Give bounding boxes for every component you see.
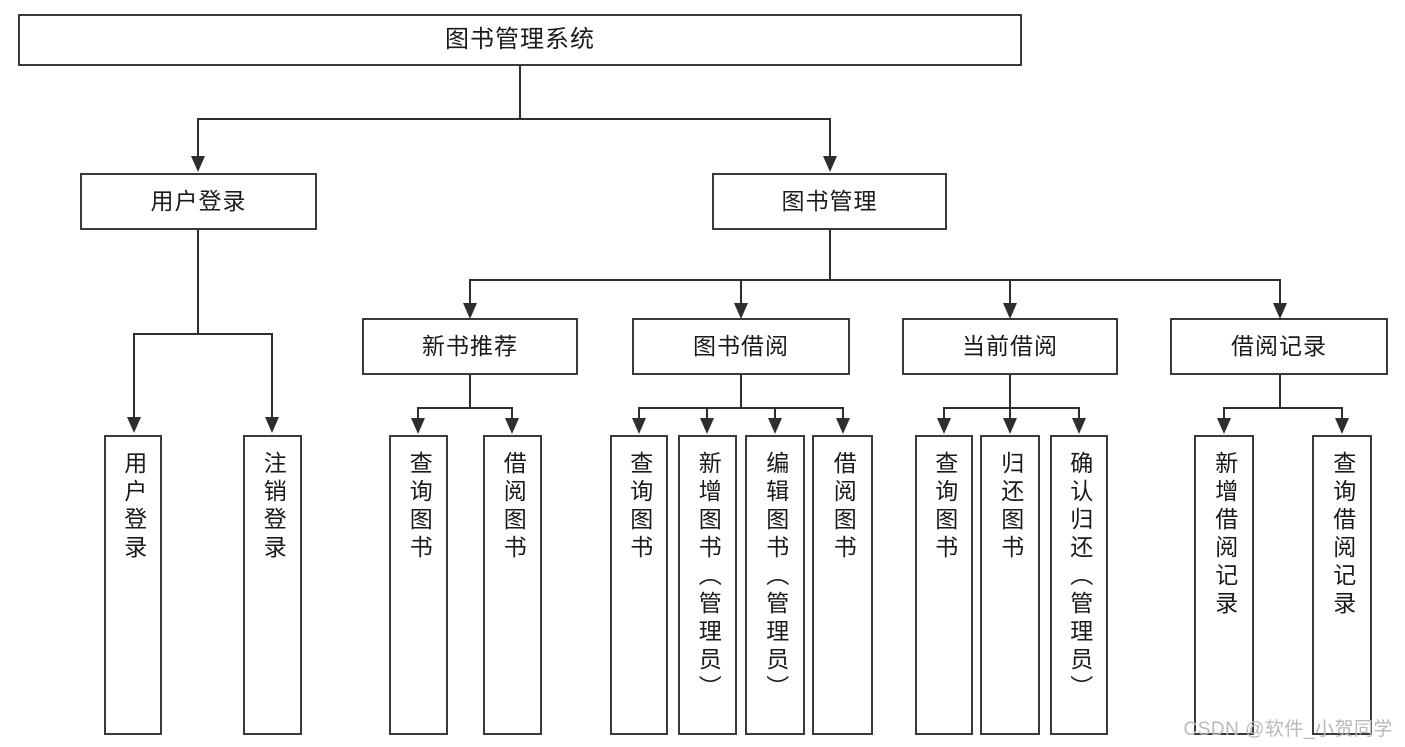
node-book-borrow-label: 图书借阅 [693, 333, 789, 360]
connector-book-borrow-stem [740, 375, 742, 408]
node-leaf-confirm-return[interactable]: 确认归还（管理员） [1050, 435, 1108, 735]
connector-book-mgmt-stem [829, 230, 831, 280]
node-current-borrow[interactable]: 当前借阅 [902, 318, 1118, 375]
connector-user-login-to-leaf-2 [271, 333, 273, 419]
connector-user-login-stem [197, 230, 199, 334]
arrow-borrow-record-to-leaf-1 [1217, 418, 1231, 434]
arrow-user-login-to-leaf-2 [265, 417, 279, 433]
connector-book-borrow-to-leaf-3 [774, 407, 776, 420]
connector-book-mgmt-bus [469, 279, 1281, 281]
connector-book-mgmt-to-borrow-record [1279, 279, 1281, 305]
node-leaf-query-book-c-label: 查询图书 [931, 451, 958, 563]
arrow-borrow-record-to-leaf-2 [1335, 418, 1349, 434]
node-leaf-user-login-label: 用户登录 [120, 451, 147, 563]
arrow-book-mgmt-to-current-borrow [1003, 303, 1017, 319]
node-root[interactable]: 图书管理系统 [18, 14, 1022, 66]
node-leaf-query-record[interactable]: 查询借阅记录 [1312, 435, 1372, 735]
connector-current-borrow-stem [1009, 375, 1011, 408]
arrow-book-mgmt-to-borrow-record [1273, 303, 1287, 319]
node-leaf-add-record[interactable]: 新增借阅记录 [1194, 435, 1254, 735]
connector-root-to-user-login [197, 118, 199, 158]
node-leaf-borrow-book-a[interactable]: 借阅图书 [483, 435, 542, 735]
connector-new-book-rec-to-leaf-2 [511, 407, 513, 420]
node-current-borrow-label: 当前借阅 [962, 333, 1058, 360]
node-user-login[interactable]: 用户登录 [80, 173, 317, 230]
arrow-current-borrow-to-leaf-3 [1072, 418, 1086, 434]
node-leaf-add-record-label: 新增借阅记录 [1211, 451, 1238, 619]
connector-new-book-rec-stem [469, 375, 471, 408]
node-book-borrow[interactable]: 图书借阅 [632, 318, 850, 375]
node-leaf-query-book-a-label: 查询图书 [406, 451, 433, 563]
connector-borrow-record-stem [1279, 375, 1281, 408]
node-leaf-query-book-b-label: 查询图书 [626, 451, 653, 563]
arrow-current-borrow-to-leaf-1 [937, 418, 951, 434]
node-leaf-query-book-a[interactable]: 查询图书 [389, 435, 448, 735]
node-leaf-return-book-label: 归还图书 [997, 451, 1024, 563]
arrow-book-mgmt-to-new-book-rec [463, 303, 477, 319]
connector-current-borrow-bus [943, 407, 1079, 409]
connector-new-book-rec-bus [417, 407, 512, 409]
node-borrow-record-label: 借阅记录 [1231, 333, 1327, 360]
node-leaf-borrow-book-b-label: 借阅图书 [830, 451, 857, 563]
node-leaf-logout[interactable]: 注销登录 [243, 435, 302, 735]
arrow-new-book-rec-to-leaf-1 [411, 418, 425, 434]
connector-user-login-bus [133, 333, 272, 335]
connector-borrow-record-to-leaf-1 [1223, 407, 1225, 420]
arrow-book-borrow-to-leaf-2 [700, 418, 714, 434]
arrow-book-mgmt-to-book-borrow [734, 303, 748, 319]
arrow-current-borrow-to-leaf-2 [1003, 418, 1017, 434]
connector-book-borrow-to-leaf-1 [638, 407, 640, 420]
node-leaf-return-book[interactable]: 归还图书 [980, 435, 1040, 735]
connector-book-borrow-to-leaf-4 [842, 407, 844, 420]
arrow-user-login-to-leaf-1 [127, 417, 141, 433]
connector-book-mgmt-to-book-borrow [740, 279, 742, 305]
node-leaf-logout-label: 注销登录 [260, 451, 287, 563]
arrow-book-borrow-to-leaf-4 [836, 418, 850, 434]
node-leaf-add-book-label: 新增图书（管理员） [695, 451, 722, 703]
node-leaf-add-book[interactable]: 新增图书（管理员） [678, 435, 737, 735]
connector-root-bus [197, 118, 831, 120]
connector-borrow-record-to-leaf-2 [1341, 407, 1343, 420]
connector-book-borrow-to-leaf-2 [706, 407, 708, 420]
arrow-book-borrow-to-leaf-3 [768, 418, 782, 434]
node-leaf-confirm-return-label: 确认归还（管理员） [1066, 451, 1093, 703]
node-leaf-edit-book[interactable]: 编辑图书（管理员） [745, 435, 805, 735]
node-new-book-recommend-label: 新书推荐 [422, 333, 518, 360]
node-user-login-label: 用户登录 [150, 188, 247, 215]
node-borrow-record[interactable]: 借阅记录 [1170, 318, 1388, 375]
connector-current-borrow-to-leaf-2 [1009, 407, 1011, 420]
node-leaf-query-book-b[interactable]: 查询图书 [610, 435, 668, 735]
connector-book-mgmt-to-new-book-rec [469, 279, 471, 305]
connector-user-login-to-leaf-1 [133, 333, 135, 419]
connector-book-mgmt-to-current-borrow [1009, 279, 1011, 305]
arrow-book-borrow-to-leaf-1 [632, 418, 646, 434]
node-leaf-query-book-c[interactable]: 查询图书 [915, 435, 973, 735]
arrow-root-to-user-login [191, 156, 205, 172]
node-leaf-borrow-book-b[interactable]: 借阅图书 [812, 435, 873, 735]
connector-root-stem [519, 66, 521, 119]
connector-current-borrow-to-leaf-3 [1078, 407, 1080, 420]
node-book-management-label: 图书管理 [781, 188, 878, 215]
connector-borrow-record-bus [1223, 407, 1342, 409]
node-leaf-user-login[interactable]: 用户登录 [104, 435, 162, 735]
connector-root-to-book-mgmt [829, 118, 831, 158]
node-root-label: 图书管理系统 [445, 26, 595, 53]
node-leaf-borrow-book-a-label: 借阅图书 [500, 451, 527, 563]
connector-book-borrow-bus [638, 407, 843, 409]
arrow-new-book-rec-to-leaf-2 [505, 418, 519, 434]
arrow-root-to-book-mgmt [823, 156, 837, 172]
connector-current-borrow-to-leaf-1 [943, 407, 945, 420]
connector-new-book-rec-to-leaf-1 [417, 407, 419, 420]
node-book-management[interactable]: 图书管理 [712, 173, 947, 230]
node-new-book-recommend[interactable]: 新书推荐 [362, 318, 578, 375]
node-leaf-edit-book-label: 编辑图书（管理员） [762, 451, 789, 703]
node-leaf-query-record-label: 查询借阅记录 [1329, 451, 1356, 619]
